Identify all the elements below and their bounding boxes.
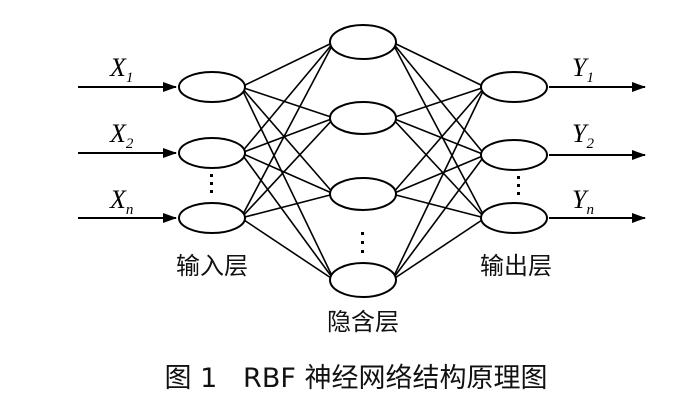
connection-input2-hidden2 [240, 117, 335, 154]
connection-hidden2-output2 [391, 117, 486, 156]
connection-input1-hidden3 [240, 86, 335, 195]
connection-input3-hidden2 [240, 117, 335, 219]
output-node-1 [480, 71, 548, 103]
connection-hidden4-output3 [391, 217, 486, 281]
output-label-1: Y1 [572, 53, 594, 86]
ellipsis-dots [210, 174, 520, 253]
input-label-n: Xn [109, 185, 133, 218]
connection-input3-hidden1 [240, 41, 335, 219]
connection-input1-hidden2 [240, 86, 335, 119]
hidden-ellipsis [361, 232, 364, 253]
connection-input3-hidden3 [240, 193, 335, 219]
output-node-2 [480, 139, 548, 171]
input-layer-label: 输入层 [176, 252, 248, 280]
output-label-2: Y2 [572, 119, 594, 152]
input-node-1 [178, 71, 246, 103]
connection-hidden3-output1 [391, 86, 486, 195]
figure-caption: 图 1 RBF 神经网络结构原理图 [165, 363, 548, 394]
connection-input1-hidden4 [240, 86, 335, 281]
input-label-2: X2 [109, 119, 134, 152]
input-arrows [78, 82, 177, 223]
connection-lines [240, 41, 486, 281]
hidden-layer [329, 24, 397, 298]
connection-hidden3-output2 [391, 154, 486, 195]
output-node-n [480, 202, 548, 234]
connection-hidden1-output1 [391, 41, 486, 88]
connection-hidden2-output1 [391, 86, 486, 119]
hidden-node-3 [329, 177, 397, 211]
input-node-n [178, 202, 246, 234]
connection-input1-hidden1 [240, 41, 335, 88]
connection-hidden4-output2 [391, 154, 486, 281]
input-ellipsis [210, 174, 213, 193]
output-layer-label: 输出层 [480, 252, 552, 280]
connection-input2-hidden1 [240, 41, 335, 154]
connection-input3-hidden4 [240, 217, 335, 281]
connection-hidden3-output3 [391, 193, 486, 219]
output-label-n: Yn [572, 185, 594, 218]
connection-hidden1-output2 [391, 41, 486, 156]
hidden-node-1 [329, 24, 397, 60]
input-label-1: X1 [109, 53, 133, 86]
connection-input2-hidden3 [240, 152, 335, 195]
input-node-2 [178, 137, 246, 169]
output-ellipsis [517, 176, 520, 195]
output-arrows [549, 82, 646, 223]
connection-input2-hidden4 [240, 152, 335, 281]
input-layer [178, 71, 246, 234]
hidden-node-m [329, 262, 397, 298]
hidden-node-2 [329, 101, 397, 135]
connection-hidden4-output1 [391, 86, 486, 281]
output-layer [480, 71, 548, 234]
connection-hidden1-output3 [391, 41, 486, 219]
connection-hidden2-output3 [391, 117, 486, 219]
hidden-layer-label: 隐含层 [327, 308, 399, 336]
